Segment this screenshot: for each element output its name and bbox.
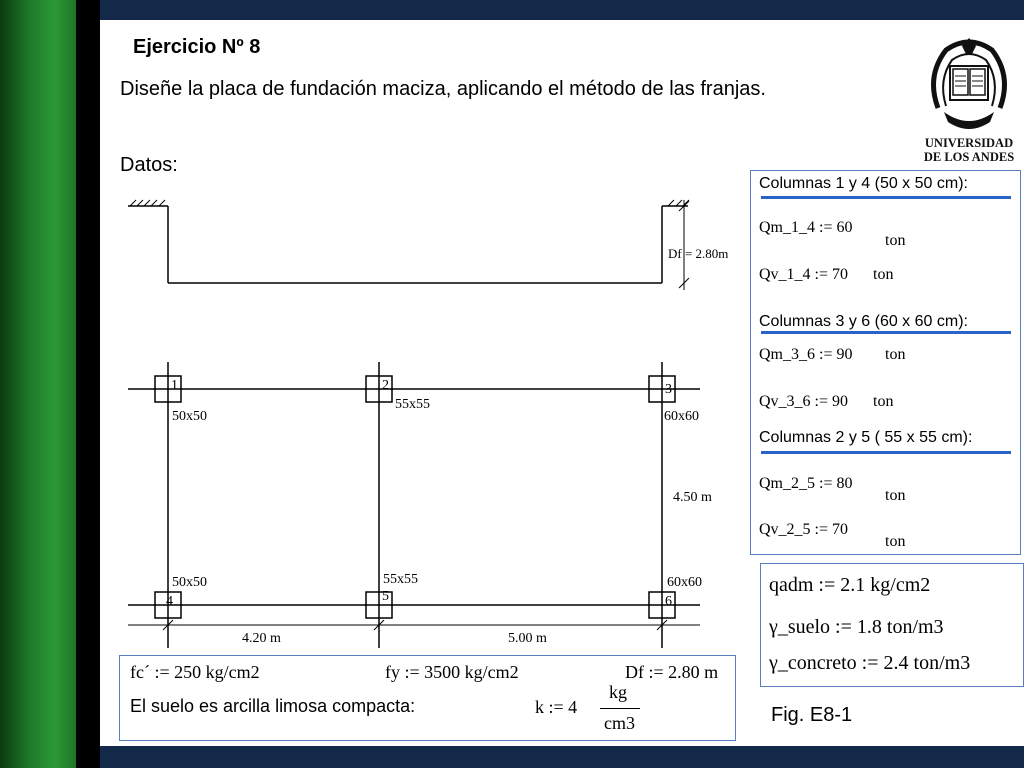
k-unit-denominator: cm3 [604, 713, 635, 733]
group1-heading: Columnas 1 y 4 (50 x 50 cm): [759, 175, 968, 192]
group2-qm: Qm_3_6 := 90 [759, 346, 853, 363]
group2-qv-unit: ton [873, 393, 894, 410]
fc-value: fc´ := 250 kg/cm2 [130, 662, 260, 682]
gamma-suelo-value: γ_suelo := 1.8 ton/m3 [769, 616, 944, 638]
university-seal-icon [931, 38, 1007, 129]
figure-caption: Fig. E8-1 [771, 704, 853, 726]
group1-qm-unit: ton [885, 232, 906, 249]
column-5-size: 55x55 [383, 572, 418, 587]
qadm-value: qadm := 2.1 kg/cm2 [769, 574, 931, 596]
soil-description: El suelo es arcilla limosa compacta: [130, 696, 416, 716]
gamma-concreto-value: γ_concreto := 2.4 ton/m3 [769, 652, 971, 674]
logo-line-2: DE LOS ANDES [923, 150, 1015, 164]
group1-qv-unit: ton [873, 266, 894, 283]
dim-vertical: 4.50 m [673, 490, 712, 505]
group2-qv: Qv_3_6 := 90 [759, 393, 849, 410]
column-1-number: 1 [171, 378, 178, 393]
column-loads-box: Columnas 1 y 4 (50 x 50 cm): Qm_1_4 := 6… [750, 170, 1021, 555]
column-3-size: 60x60 [664, 409, 699, 424]
column-1 [154, 375, 182, 403]
group1-qv: Qv_1_4 := 70 [759, 266, 849, 283]
k-unit-numerator: kg [609, 682, 627, 702]
group3-qm-unit: ton [885, 487, 906, 504]
column-5 [365, 591, 393, 619]
column-squares [154, 375, 676, 619]
soil-parameters-box: qadm := 2.1 kg/cm2 γ_suelo := 1.8 ton/m3… [760, 563, 1024, 687]
column-2-size: 55x55 [395, 397, 430, 412]
column-1-size: 50x50 [172, 409, 207, 424]
group3-qv: Qv_2_5 := 70 [759, 521, 849, 538]
fy-value: fy := 3500 kg/cm2 [385, 662, 519, 682]
column-6-size: 60x60 [667, 575, 702, 590]
dim-left: 4.20 m [242, 631, 281, 646]
materials-box: fc´ := 250 kg/cm2 fy := 3500 kg/cm2 Df :… [119, 655, 736, 741]
column-5-number: 5 [382, 589, 389, 604]
column-6-number: 6 [665, 594, 672, 609]
university-logo: UNIVERSIDAD DE LOS ANDES [920, 36, 1018, 166]
group1-underline [761, 196, 1011, 199]
group3-qv-unit: ton [885, 533, 906, 550]
group3-underline [761, 451, 1011, 454]
section-view [128, 199, 690, 290]
column-4 [154, 591, 182, 619]
group3-heading: Columnas 2 y 5 ( 55 x 55 cm): [759, 429, 973, 446]
group2-underline [761, 331, 1011, 334]
plan-grid [128, 362, 700, 648]
column-2-number: 2 [382, 378, 389, 393]
group1-qm: Qm_1_4 := 60 [759, 219, 853, 236]
k-value: k := 4 [535, 697, 578, 717]
column-4-size: 50x50 [172, 575, 207, 590]
df-value: Df := 2.80 m [625, 662, 719, 682]
slide-title: Ejercicio Nº 8 [133, 36, 261, 58]
column-2 [365, 375, 393, 403]
group2-qm-unit: ton [885, 346, 906, 363]
dim-right: 5.00 m [508, 631, 547, 646]
group3-qm: Qm_2_5 := 80 [759, 475, 853, 492]
df-label: Df = 2.80m [668, 246, 728, 261]
column-6 [648, 591, 676, 619]
problem-description: Diseñe la placa de fundación maciza, apl… [120, 78, 766, 100]
k-fraction-bar [600, 708, 640, 709]
group2-heading: Columnas 3 y 6 (60 x 60 cm): [759, 313, 968, 330]
column-3 [648, 375, 676, 403]
top-navy-bar [100, 0, 1024, 20]
column-4-number: 4 [166, 594, 173, 609]
left-green-bar [0, 0, 100, 768]
logo-line-1: UNIVERSIDAD [924, 136, 1014, 150]
bottom-navy-bar [100, 746, 1024, 768]
datos-label: Datos: [120, 154, 178, 176]
column-3-number: 3 [665, 382, 672, 397]
